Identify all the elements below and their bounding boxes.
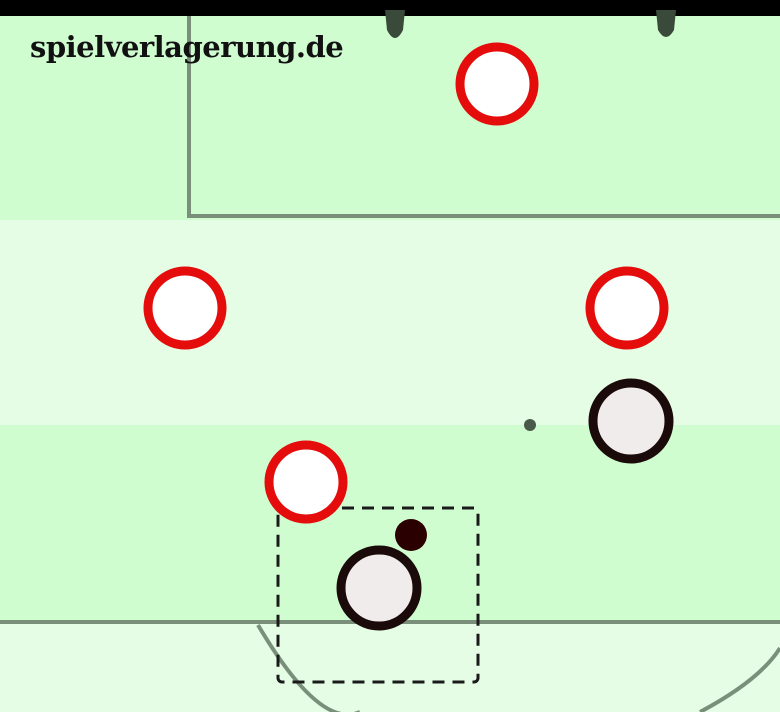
player-red-3 [585, 266, 669, 350]
pitch-stripe-4 [0, 622, 780, 712]
player-dark-1 [588, 378, 674, 464]
pitch-stripe-1 [0, 0, 780, 220]
marker-dot [524, 419, 536, 431]
goalpost-right [656, 10, 676, 37]
watermark-text: spielverlagerung.de [30, 30, 344, 64]
penalty-box-line [187, 16, 780, 218]
top-bar [0, 0, 780, 16]
highlight-box [276, 506, 480, 684]
player-dark-2 [336, 545, 422, 631]
player-red-1 [455, 42, 539, 126]
ball [395, 519, 427, 551]
player-red-2 [143, 266, 227, 350]
goalpost-left [385, 10, 405, 38]
center-circle-arc [256, 623, 780, 712]
player-red-4 [264, 440, 348, 524]
